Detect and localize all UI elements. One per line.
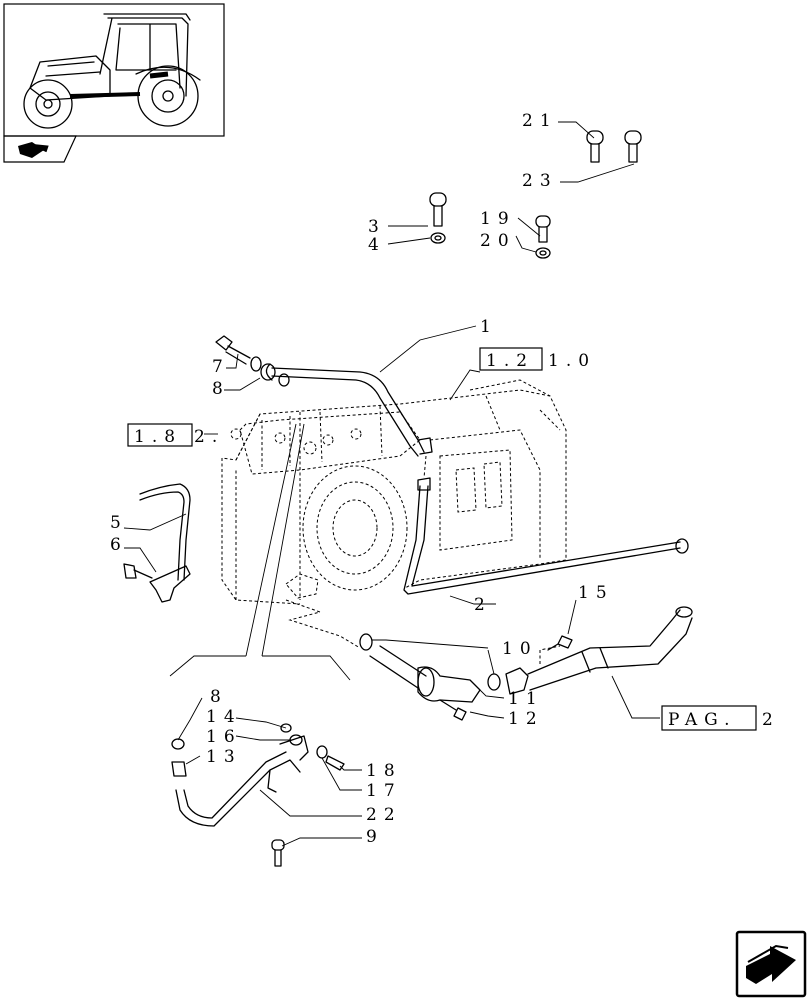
- callout-11: 15: [578, 583, 614, 603]
- callout-6: 6: [110, 535, 128, 555]
- suction-pipe: [369, 645, 481, 703]
- pipe-18: [175, 735, 309, 827]
- washer-14: [280, 723, 292, 733]
- bolt-20: [535, 215, 551, 243]
- reference-1-8[interactable]: 1.8 2.: [127, 423, 224, 447]
- pipe-1: [265, 363, 433, 457]
- callout-21: 20: [480, 231, 516, 251]
- bracket-6: [123, 563, 191, 603]
- screw-17: [325, 755, 345, 771]
- callout-1: 1: [480, 317, 498, 337]
- bolt-22: [586, 130, 604, 163]
- callout-5: 5: [110, 513, 128, 533]
- callout-14: 14: [206, 707, 242, 727]
- reference-1-2-rest: 1.0: [548, 351, 596, 371]
- washer-21: [535, 247, 551, 259]
- bolt-23: [624, 130, 642, 163]
- hose-external: [527, 606, 693, 691]
- banjo-bolt-7: [215, 335, 251, 365]
- o-ring-9a: [359, 633, 373, 651]
- bolt-19: [271, 839, 285, 867]
- washer-4: [430, 232, 446, 244]
- callout-12: 12: [508, 709, 544, 729]
- callout-18: 22: [366, 805, 402, 825]
- screw-12: [439, 699, 467, 721]
- reference-1-2[interactable]: 1.2 1.0: [479, 347, 596, 371]
- callout-19: 9: [366, 827, 384, 847]
- callout-13: 13: [206, 747, 242, 767]
- callout-23: 23: [522, 171, 558, 191]
- callout-8-lower: 8: [210, 687, 228, 707]
- pipe-2: [403, 455, 689, 595]
- reference-page-boxed: PAG.: [668, 710, 737, 730]
- callout-17: 18: [366, 761, 402, 781]
- pipe-5: [139, 483, 191, 581]
- callout-10: 11: [508, 689, 544, 709]
- washer-16: [316, 745, 328, 759]
- callout-16: 17: [366, 781, 402, 801]
- callout-15: 16: [206, 727, 242, 747]
- reference-1-8-boxed: 1.8: [134, 427, 182, 447]
- detail-callout-lines: [169, 423, 361, 681]
- washer-8-upper: [250, 356, 290, 387]
- bolt-3: [429, 192, 447, 227]
- tractor-thumbnail: [3, 3, 225, 137]
- callout-7: 7: [212, 357, 230, 377]
- callout-2: 2: [474, 595, 492, 615]
- callout-22: 21: [522, 111, 558, 131]
- next-page-icon[interactable]: [735, 930, 807, 998]
- washer-8-lower: [171, 738, 185, 750]
- o-ring-9b: [487, 673, 501, 691]
- transmission-housing: [221, 379, 567, 605]
- reference-page-number: 2: [762, 710, 780, 730]
- leader-lines: [123, 121, 660, 847]
- callout-8-upper: 8: [212, 379, 230, 399]
- callout-4: 4: [368, 235, 386, 255]
- callout-20: 19: [480, 209, 516, 229]
- callout-3: 3: [368, 217, 386, 237]
- screw-11: [547, 635, 573, 651]
- reference-1-8-rest: 2.: [194, 427, 224, 447]
- section-tab-icon[interactable]: [3, 135, 77, 163]
- strainer-10: [505, 667, 529, 695]
- reference-page[interactable]: PAG. 2: [661, 705, 780, 731]
- callout-numbers: 21 23 3 4 19 20 1 7 8 5 6 2 15 10 11 12 …: [110, 111, 614, 847]
- union-13: [171, 761, 187, 777]
- reference-1-2-boxed: 1.2: [486, 351, 534, 371]
- callout-9: 10: [502, 639, 538, 659]
